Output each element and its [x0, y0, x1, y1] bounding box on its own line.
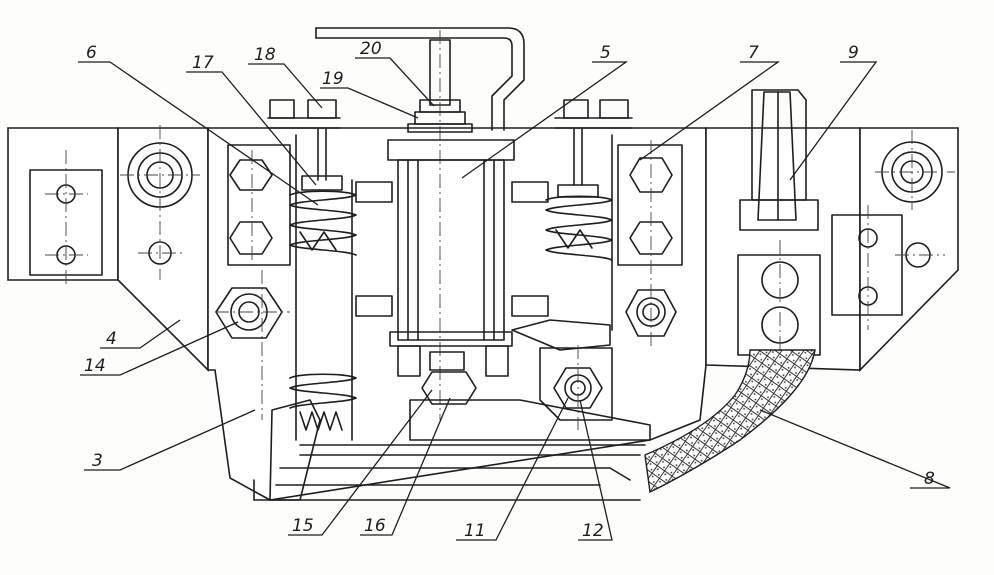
leader-lines [78, 57, 951, 541]
label-6: 6 [86, 43, 97, 63]
central-armature [355, 139, 611, 405]
left-upper-spring [289, 175, 357, 256]
top-right-bolts [554, 99, 633, 186]
label-7: 7 [748, 43, 759, 63]
label-3: 3 [92, 451, 103, 471]
right-terminal-bolt [875, 130, 955, 210]
right-wing [859, 127, 959, 372]
flexible-braid [644, 349, 816, 494]
left-window [29, 150, 103, 285]
left-terminal-bolt [120, 125, 200, 280]
label-20: 20 [360, 39, 382, 59]
label-9: 9 [848, 43, 859, 63]
label-5: 5 [600, 43, 611, 63]
label-11: 11 [464, 521, 486, 541]
right-upper-spring [545, 184, 613, 261]
right-hex-column [611, 134, 683, 350]
right-window [831, 205, 945, 330]
label-18: 18 [254, 45, 276, 65]
label-15: 15 [292, 516, 314, 536]
label-16: 16 [364, 516, 386, 536]
top-handle [315, 27, 525, 420]
label-4: 4 [106, 329, 117, 349]
label-12: 12 [582, 521, 604, 541]
lower-right-bolt [539, 345, 613, 430]
top-left-bolts [267, 99, 341, 181]
base-plates [253, 399, 651, 501]
label-8: 8 [924, 469, 935, 489]
label-19: 19 [322, 69, 344, 89]
label-17: 17 [192, 53, 214, 73]
left-lower-spring [289, 373, 357, 431]
label-14: 14 [84, 356, 106, 376]
callout-labels: 6 17 18 20 19 5 7 9 4 14 3 15 16 11 12 8 [84, 39, 935, 541]
right-plate [705, 127, 861, 371]
left-plate [117, 127, 209, 372]
